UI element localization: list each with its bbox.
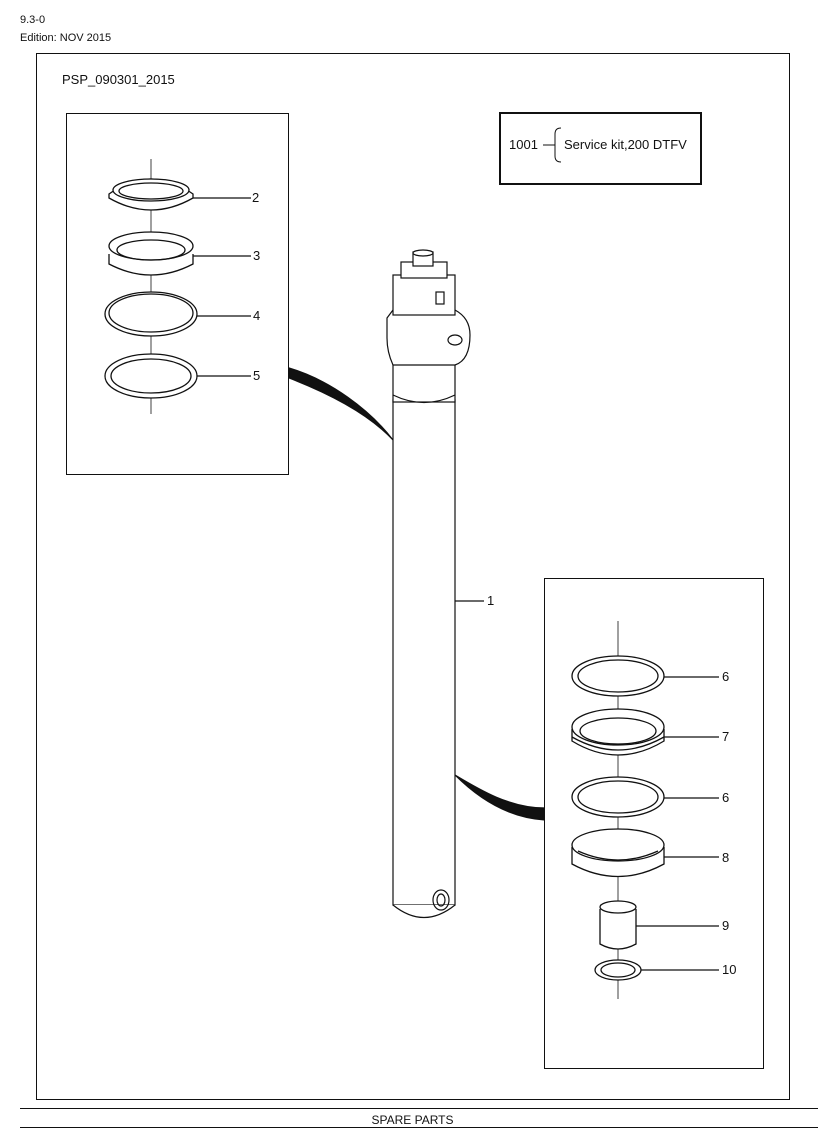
drawing-frame xyxy=(36,53,790,1100)
kit-description: Service kit,200 DTFV xyxy=(564,137,687,152)
detail-wedge-top xyxy=(288,367,394,441)
part-6-ring-top xyxy=(571,655,665,697)
part-4-seal xyxy=(104,291,198,337)
callout-5: 5 xyxy=(253,368,261,383)
piston-seals-drawing xyxy=(571,621,719,999)
callout-8: 8 xyxy=(722,850,730,865)
cylinder-tube xyxy=(392,399,456,906)
mounting-flange xyxy=(386,309,471,366)
cylinder-head xyxy=(392,359,456,403)
part-5-o-ring xyxy=(104,353,198,399)
callout-6-bottom: 6 xyxy=(722,790,730,805)
tube-end-hole xyxy=(432,889,450,911)
footer-rule-top xyxy=(20,1108,818,1109)
head-seals-drawing xyxy=(104,159,251,414)
callout-9: 9 xyxy=(722,918,730,933)
detail-wedge-bottom xyxy=(454,774,546,821)
callout-6-top: 6 xyxy=(722,669,730,684)
page-number: 9.3-0 xyxy=(20,14,46,26)
detail-panel-piston-seals: 6 7 6 8 9 10 xyxy=(544,578,764,1069)
part-9-bushing xyxy=(599,909,637,950)
valve-block xyxy=(392,274,456,316)
callout-4: 4 xyxy=(253,308,261,323)
edition-label: Edition: NOV 2015 xyxy=(20,32,112,44)
drawing-code: PSP_090301_2015 xyxy=(62,72,175,87)
callout-10: 10 xyxy=(722,962,737,977)
footer-title: SPARE PARTS xyxy=(371,1113,454,1127)
footer-rule-bottom xyxy=(20,1127,818,1128)
kit-brace xyxy=(543,127,561,163)
callout-1: 1 xyxy=(487,593,495,608)
detail-panel-head-seals: 2 3 4 5 xyxy=(66,113,289,475)
callout-3: 3 xyxy=(253,248,261,263)
callout-7: 7 xyxy=(722,729,730,744)
callout-2: 2 xyxy=(252,190,260,205)
part-3-guide-ring xyxy=(108,254,194,276)
part-6-ring-bottom xyxy=(571,776,665,818)
service-kit-box: 1001 Service kit,200 DTFV xyxy=(499,112,702,185)
kit-number: 1001 xyxy=(509,137,538,152)
